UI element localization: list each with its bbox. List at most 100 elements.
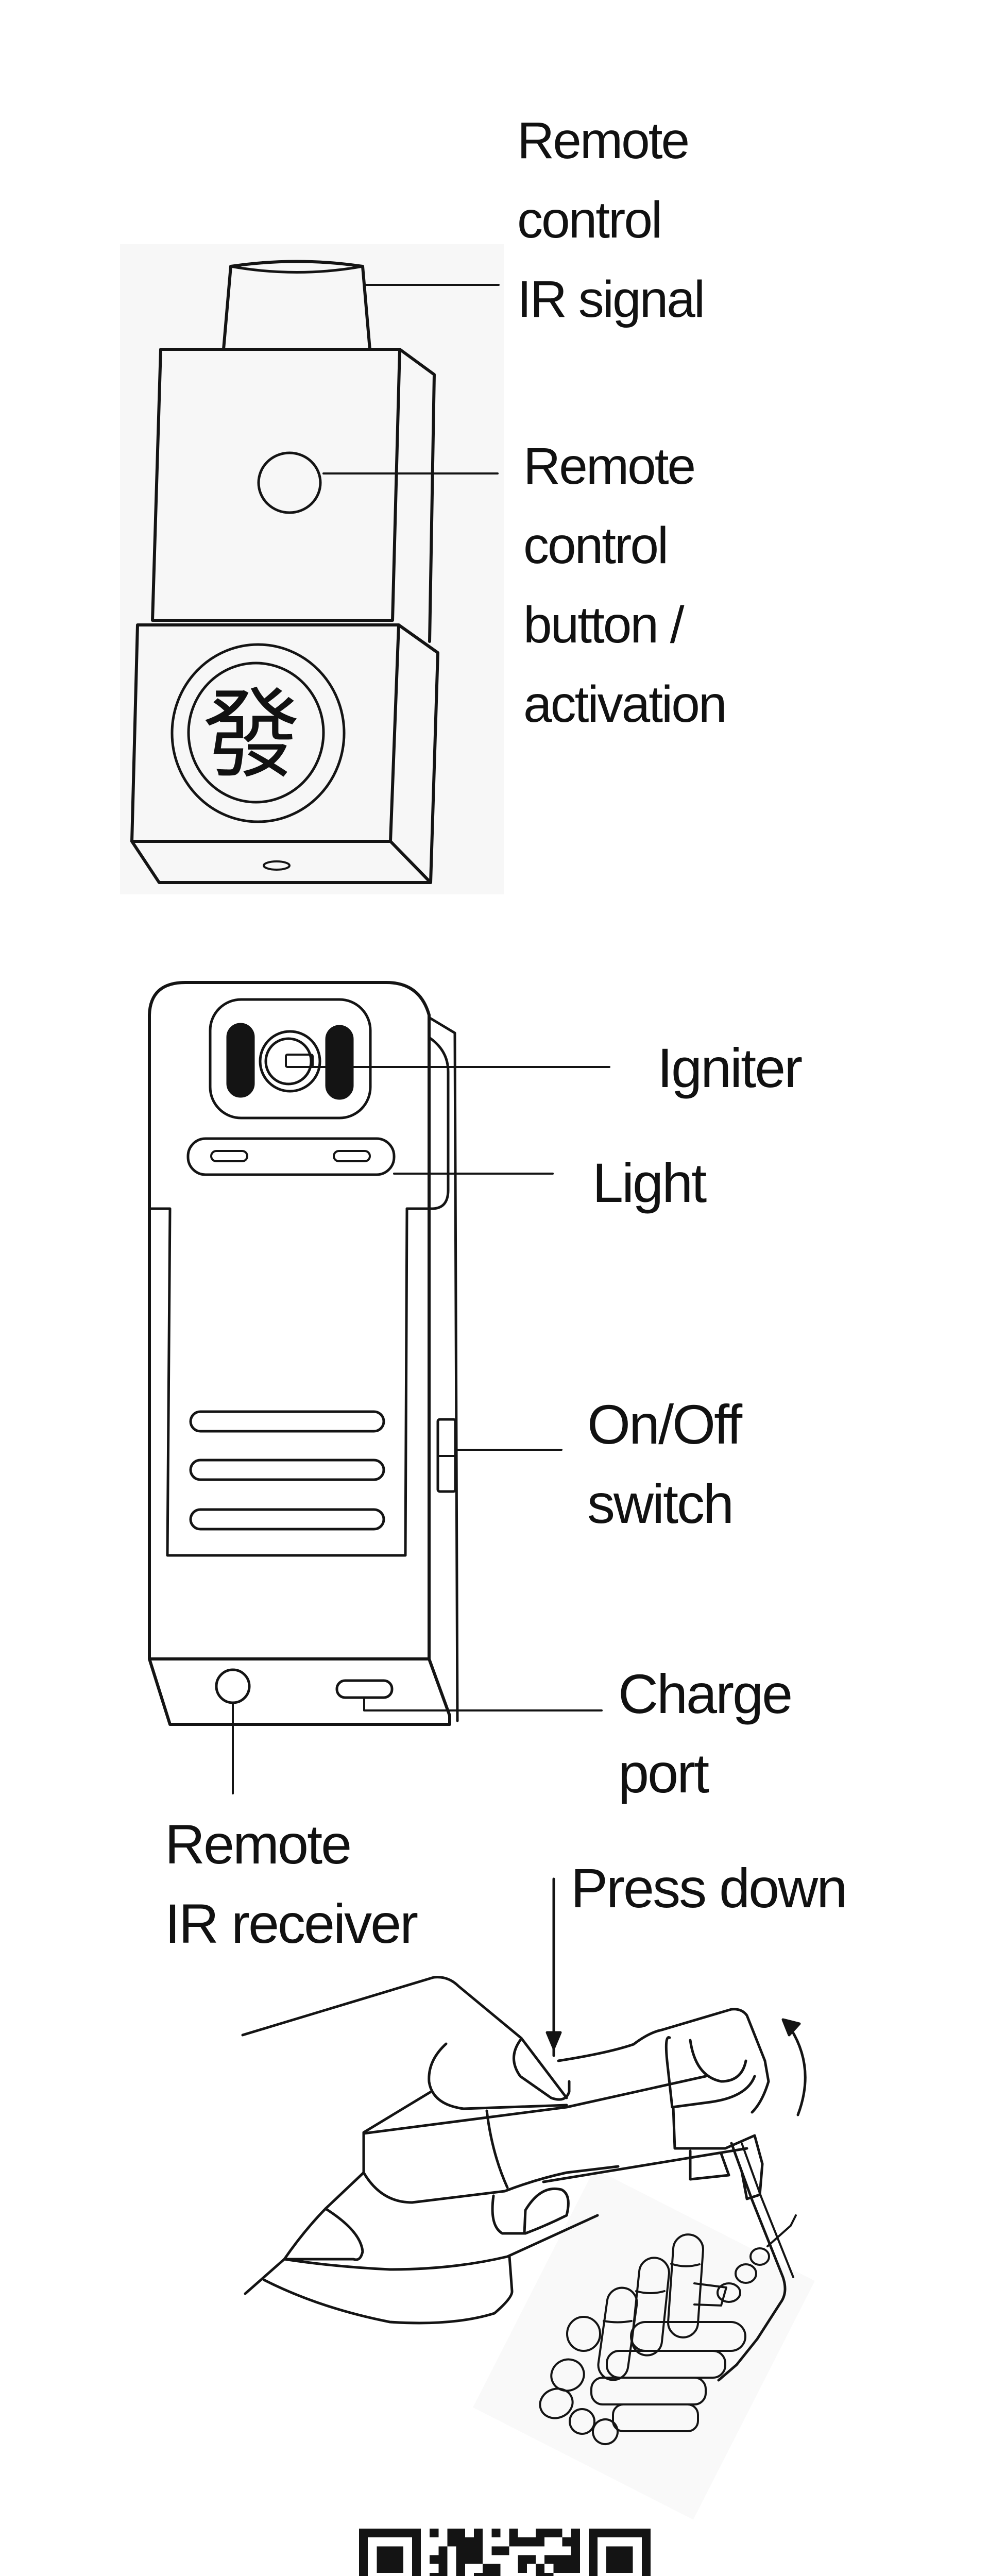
qr-module <box>571 2537 580 2547</box>
qr-module <box>641 2529 651 2538</box>
small-palm-bar <box>612 2403 699 2432</box>
remote-control-image-backdrop <box>120 244 504 894</box>
qr-module <box>588 2564 598 2573</box>
qr-module <box>359 2572 368 2576</box>
callout-line: IR signal <box>517 270 705 328</box>
qr-module <box>641 2572 651 2576</box>
qr-module <box>624 2546 633 2555</box>
qr-module <box>588 2555 598 2564</box>
callout-line: On/Off <box>587 1393 742 1455</box>
vent-slot <box>189 1508 385 1531</box>
qr-module <box>491 2529 501 2538</box>
cord <box>717 2142 787 2382</box>
finger-nail <box>491 2187 570 2235</box>
qr-module <box>491 2546 501 2555</box>
qr-module <box>465 2546 474 2555</box>
qr-module <box>412 2537 421 2547</box>
callout-line: activation <box>523 675 727 733</box>
qr-module <box>359 2529 368 2538</box>
hand-line-b <box>485 2109 509 2189</box>
callout-line: Press down <box>571 1857 847 1919</box>
qr-module <box>633 2529 642 2538</box>
device-upper-bar <box>557 2008 770 2114</box>
callout-press-down: Press down <box>571 1849 847 1928</box>
cord-link <box>766 2214 797 2247</box>
qr-module <box>438 2555 448 2564</box>
qr-module <box>588 2546 598 2555</box>
qr-module <box>562 2555 571 2564</box>
cord-bead <box>735 2263 757 2284</box>
qr-module <box>526 2555 536 2564</box>
clip-face-panel <box>148 1207 408 1557</box>
main-unit-diagram <box>148 981 610 1794</box>
qr-module <box>359 2537 368 2547</box>
qr-module <box>473 2529 483 2538</box>
callout-activation-button: Remote control button / activation <box>523 427 727 744</box>
callout-line: switch <box>587 1472 734 1535</box>
ir-emitter-cap-rim <box>229 265 364 274</box>
small-thumb-cord <box>693 2282 727 2307</box>
qr-module <box>544 2572 554 2576</box>
qr-module <box>473 2546 483 2555</box>
small-knuckle <box>569 2408 595 2435</box>
qr-module <box>438 2564 448 2573</box>
small-finger <box>597 2286 638 2381</box>
callout-ir-receiver: Remote IR receiver <box>165 1805 418 1963</box>
main-unit-bottom-block <box>148 1657 451 1726</box>
qr-module <box>518 2537 527 2547</box>
small-finger-tip <box>635 2290 666 2294</box>
qr-module <box>385 2555 395 2564</box>
qr-module <box>615 2529 624 2538</box>
qr-module <box>456 2572 465 2576</box>
qr-code[interactable] <box>359 2529 651 2576</box>
qr-module <box>456 2537 465 2547</box>
qr-module <box>606 2555 616 2564</box>
qr-module <box>430 2555 439 2564</box>
small-knuckle <box>566 2316 601 2352</box>
igniter-icon <box>285 1054 314 1068</box>
remote-upper-body-side <box>398 348 436 643</box>
callout-line: Remote <box>517 112 690 170</box>
qr-module <box>473 2555 483 2564</box>
qr-module <box>553 2564 562 2573</box>
qr-module <box>394 2546 403 2555</box>
callout-line: control <box>523 517 669 574</box>
qr-module <box>412 2529 421 2538</box>
qr-module <box>412 2546 421 2555</box>
qr-module <box>438 2572 448 2576</box>
qr-module <box>377 2555 386 2564</box>
qr-module <box>641 2555 651 2564</box>
qr-module <box>500 2546 509 2555</box>
callout-line: IR receiver <box>165 1892 418 1955</box>
rotate-arrow-icon <box>787 2023 807 2116</box>
middle-finger <box>362 2165 620 2204</box>
qr-module <box>615 2564 624 2573</box>
small-finger <box>667 2233 704 2338</box>
qr-module <box>588 2572 598 2576</box>
qr-module <box>624 2529 633 2538</box>
remote-control-diagram <box>130 260 500 884</box>
qr-module <box>624 2555 633 2564</box>
small-hand <box>539 2214 797 2445</box>
pinky-finger <box>262 2255 514 2325</box>
qr-module <box>456 2529 465 2538</box>
qr-module <box>571 2564 580 2573</box>
callout-igniter: Igniter <box>657 1028 803 1108</box>
qr-module <box>412 2555 421 2564</box>
cord-bead <box>749 2247 770 2266</box>
emblem-glyph: 發 <box>202 678 301 792</box>
qr-module <box>377 2546 386 2555</box>
device-head <box>664 2036 756 2109</box>
charge-port-leader <box>363 1697 603 1711</box>
qr-module <box>536 2572 545 2576</box>
qr-module <box>359 2546 368 2555</box>
qr-module <box>606 2529 616 2538</box>
igniter-housing <box>209 998 372 1120</box>
qr-module <box>518 2555 527 2564</box>
qr-module <box>465 2555 474 2564</box>
small-finger-tip <box>603 2320 633 2324</box>
qr-module <box>615 2555 624 2564</box>
ring-finger <box>283 2207 599 2271</box>
qr-module <box>518 2564 527 2573</box>
qr-module <box>536 2537 545 2547</box>
